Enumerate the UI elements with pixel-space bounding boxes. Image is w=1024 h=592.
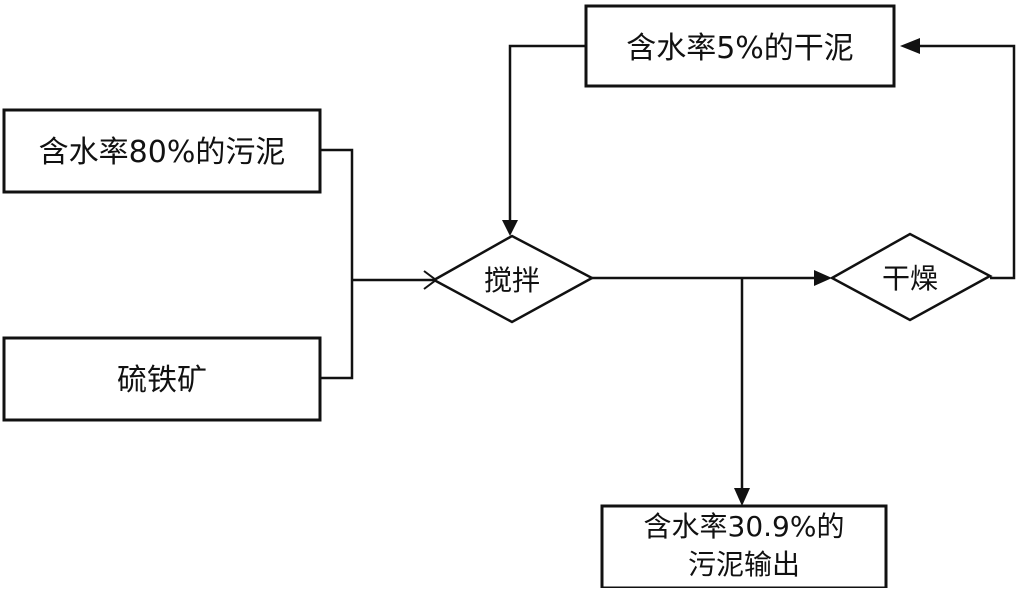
node-wet-sludge: 含水率80%的污泥 (2, 108, 322, 194)
node-wet-sludge-label: 含水率80%的污泥 (39, 135, 286, 170)
connectors (320, 38, 1016, 506)
node-pyrite-label: 硫铁矿 (117, 363, 207, 398)
arrowhead-into-output (734, 488, 750, 506)
node-output-box (600, 504, 888, 590)
connector-wet-sludge-to-join (320, 148, 354, 280)
arrowhead-into-drying (814, 270, 832, 286)
node-pyrite: 硫铁矿 (2, 336, 322, 422)
connector-drying-to-dry-sludge (918, 44, 1016, 280)
node-mixing: 搅拌 (431, 234, 595, 324)
node-output: 含水率30.9%的 污泥输出 (600, 504, 888, 590)
node-drying-diamond (829, 232, 993, 322)
node-drying: 干燥 (829, 232, 993, 322)
node-output-line2: 污泥输出 (688, 548, 800, 581)
node-wet-sludge-box (2, 108, 322, 194)
node-dry-sludge: 含水率5%的干泥 (584, 4, 896, 88)
node-mixing-label: 搅拌 (484, 264, 540, 297)
node-pyrite-box (2, 336, 322, 422)
arrowhead-into-dry-sludge (900, 38, 920, 54)
arrowhead-into-mixing-top (502, 220, 518, 236)
node-mixing-diamond (431, 234, 595, 324)
node-dry-sludge-label: 含水率5%的干泥 (626, 31, 854, 66)
connector-dry-sludge-to-mixing (508, 44, 586, 222)
connector-pyrite-to-join (320, 280, 354, 380)
node-dry-sludge-box (584, 4, 896, 88)
node-drying-label: 干燥 (882, 262, 938, 295)
node-output-line1: 含水率30.9%的 (644, 510, 845, 543)
